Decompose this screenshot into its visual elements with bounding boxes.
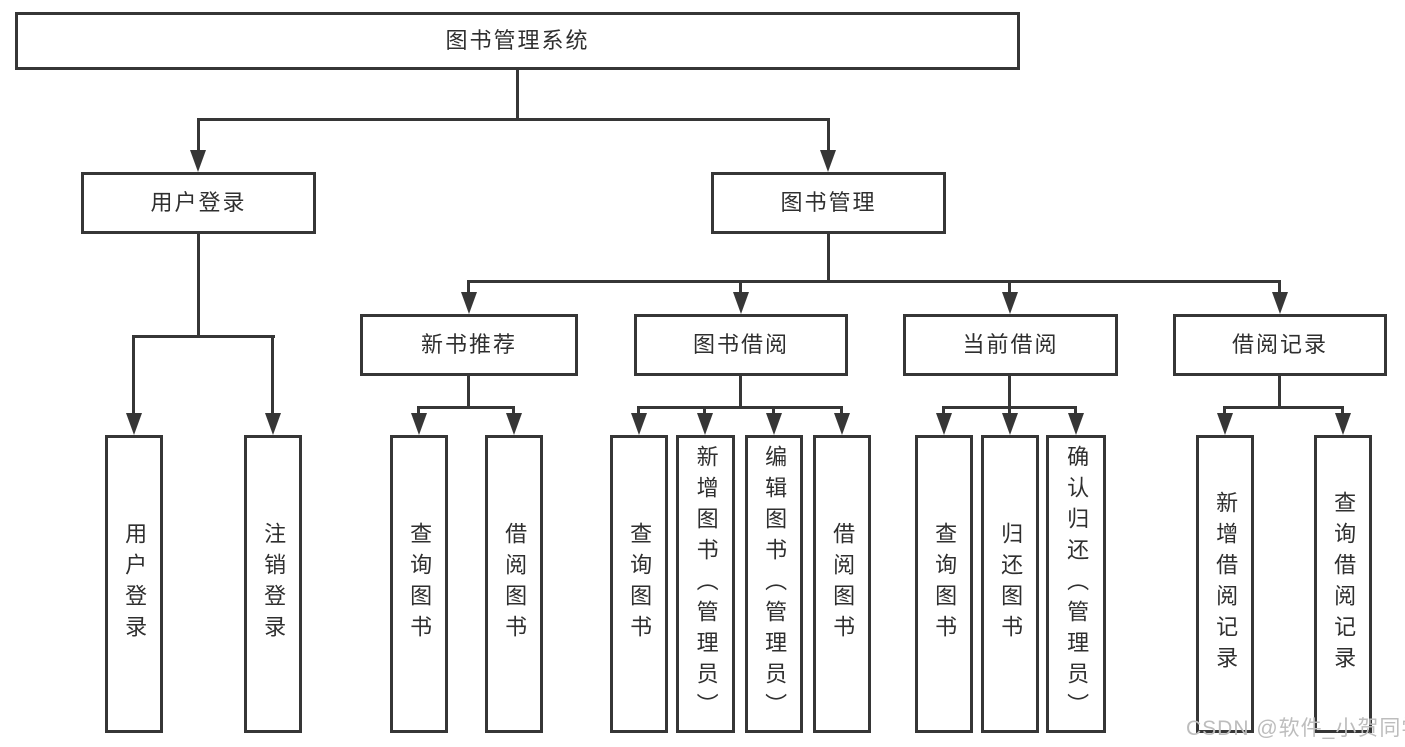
node-book-borrowing: 图书借阅	[634, 314, 848, 376]
connector-line	[197, 118, 200, 154]
connector-line	[417, 406, 515, 409]
connector-line	[512, 406, 515, 417]
connector-line	[467, 376, 470, 406]
node-label: 图书管理系统	[445, 28, 590, 53]
leaf-add-book-admin: 新增图书（管理员）	[676, 435, 735, 733]
node-current-borrowing: 当前借阅	[903, 314, 1118, 376]
leaf-borrow-books-1: 借阅图书	[485, 435, 543, 733]
node-label: 编辑图书（管理员）	[762, 444, 788, 724]
node-label: 借阅记录	[1231, 332, 1328, 357]
leaf-confirm-return-admin: 确认归还（管理员）	[1046, 435, 1106, 733]
arrowhead-down-icon	[461, 292, 477, 314]
connector-line	[197, 234, 200, 335]
arrowhead-down-icon	[1002, 413, 1018, 435]
connector-line	[1341, 406, 1344, 417]
connector-line	[467, 280, 1281, 283]
connector-line	[1278, 376, 1281, 406]
connector-line	[516, 70, 519, 118]
node-label: 注销登录	[261, 522, 287, 646]
arrowhead-down-icon	[1068, 413, 1084, 435]
connector-line	[1278, 280, 1281, 296]
arrowhead-down-icon	[265, 413, 281, 435]
arrowhead-down-icon	[1002, 292, 1018, 314]
arrowhead-down-icon	[936, 413, 952, 435]
arrowhead-down-icon	[1272, 292, 1288, 314]
connector-line	[132, 335, 275, 338]
node-label: 用户登录	[150, 190, 247, 215]
node-label: 查询图书	[932, 522, 958, 646]
node-label: 用户登录	[122, 522, 148, 646]
leaf-query-books-1: 查询图书	[390, 435, 448, 733]
node-root-system: 图书管理系统	[15, 12, 1020, 70]
leaf-edit-book-admin: 编辑图书（管理员）	[745, 435, 803, 733]
node-label: 图书借阅	[692, 332, 789, 357]
node-label: 借阅图书	[502, 522, 528, 646]
connector-line	[271, 335, 274, 417]
leaf-query-borrow-record: 查询借阅记录	[1314, 435, 1372, 733]
connector-line	[1008, 376, 1011, 406]
connector-line	[1223, 406, 1226, 417]
connector-line	[1223, 406, 1344, 409]
node-label: 查询图书	[627, 522, 653, 646]
connector-line	[132, 335, 135, 417]
connector-line	[827, 118, 830, 154]
node-label: 查询借阅记录	[1331, 491, 1357, 677]
arrowhead-down-icon	[631, 413, 647, 435]
node-label: 新增借阅记录	[1213, 491, 1239, 677]
connector-line	[467, 280, 470, 296]
leaf-query-books-2: 查询图书	[610, 435, 668, 733]
leaf-borrow-books-2: 借阅图书	[813, 435, 871, 733]
arrowhead-down-icon	[1217, 413, 1233, 435]
csdn-watermark: CSDN @软件_小贺同学	[1186, 717, 1405, 740]
connector-line	[1008, 280, 1011, 296]
connector-line	[772, 406, 775, 417]
connector-line	[1008, 406, 1011, 417]
arrowhead-down-icon	[506, 413, 522, 435]
connector-line	[703, 406, 706, 417]
node-new-book-recommend: 新书推荐	[360, 314, 578, 376]
node-borrowing-records: 借阅记录	[1173, 314, 1387, 376]
node-label: 借阅图书	[830, 522, 856, 646]
leaf-user-login: 用户登录	[105, 435, 163, 733]
connector-line	[827, 234, 830, 280]
arrowhead-down-icon	[834, 413, 850, 435]
connector-line	[1074, 406, 1077, 417]
arrowhead-down-icon	[766, 413, 782, 435]
connector-line	[637, 406, 843, 409]
arrowhead-down-icon	[411, 413, 427, 435]
arrowhead-down-icon	[126, 413, 142, 435]
connector-line	[942, 406, 945, 417]
node-label: 新书推荐	[420, 332, 517, 357]
connector-line	[739, 280, 742, 296]
node-label: 当前借阅	[962, 332, 1059, 357]
leaf-query-books-3: 查询图书	[915, 435, 973, 733]
leaf-return-books: 归还图书	[981, 435, 1039, 733]
node-label: 查询图书	[407, 522, 433, 646]
connector-line	[637, 406, 640, 417]
arrowhead-down-icon	[1335, 413, 1351, 435]
node-label: 归还图书	[998, 522, 1024, 646]
node-user-login: 用户登录	[81, 172, 316, 234]
connector-line	[739, 376, 742, 406]
connector-line	[417, 406, 420, 417]
connector-line	[840, 406, 843, 417]
arrowhead-down-icon	[733, 292, 749, 314]
leaf-logout: 注销登录	[244, 435, 302, 733]
arrowhead-down-icon	[820, 150, 836, 172]
node-label: 确认归还（管理员）	[1064, 444, 1090, 724]
arrowhead-down-icon	[697, 413, 713, 435]
node-label: 图书管理	[780, 190, 877, 215]
node-label: 新增图书（管理员）	[693, 444, 719, 724]
connector-line	[197, 118, 830, 121]
node-book-management: 图书管理	[711, 172, 946, 234]
arrowhead-down-icon	[190, 150, 206, 172]
leaf-add-borrow-record: 新增借阅记录	[1196, 435, 1254, 733]
